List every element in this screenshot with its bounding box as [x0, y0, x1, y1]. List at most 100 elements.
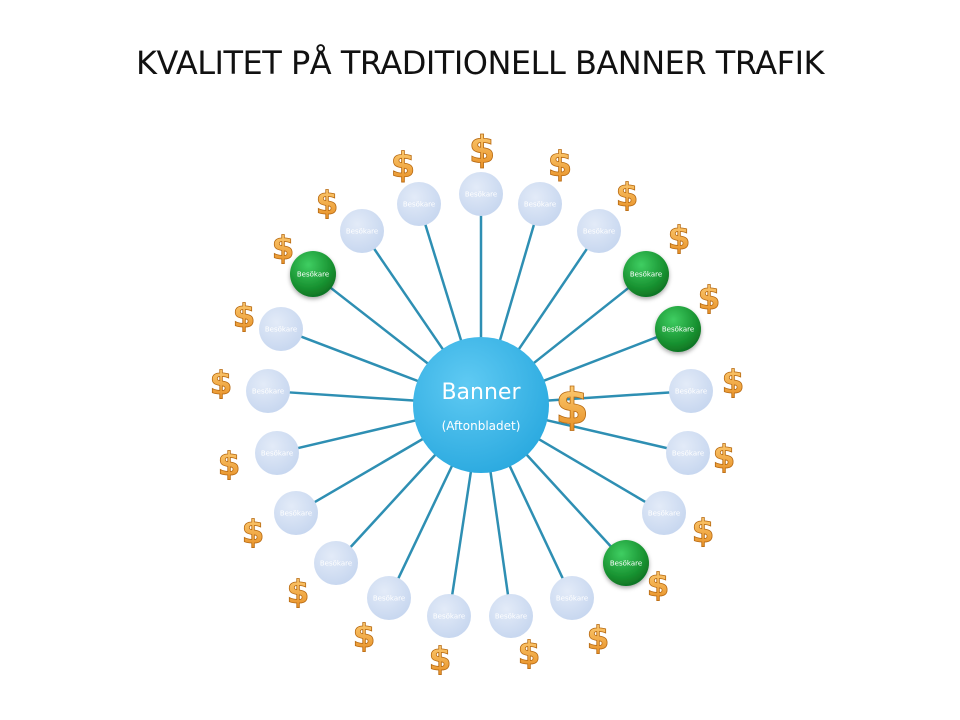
connector-line — [497, 222, 536, 344]
visitor-node-circle — [427, 594, 471, 638]
center-circle — [413, 337, 549, 473]
dollar-icon: $ — [391, 145, 415, 186]
visitor-node: Besökare — [550, 576, 594, 620]
visitor-node: Besökare — [274, 491, 318, 535]
visitor-node-label: Besökare — [648, 510, 680, 518]
visitor-node-circle — [489, 594, 533, 638]
visitor-node-label: Besökare — [672, 450, 704, 458]
visitor-node: Besökare — [518, 182, 562, 226]
visitor-node-label: Besökare — [297, 271, 329, 279]
visitor-node: Besökare — [314, 541, 358, 585]
visitor-node-circle — [274, 491, 318, 535]
connector-line — [312, 436, 427, 504]
visitor-node: Besökare — [255, 431, 299, 475]
dollar-signs: $$$$$$$$$$$$$$$$$$$$$$ — [209, 127, 745, 678]
dollar-icon: $ — [210, 364, 233, 402]
visitor-node-highlighted: Besökare — [290, 251, 336, 297]
connector-line — [488, 468, 510, 597]
visitor-node-label: Besökare — [403, 201, 435, 209]
visitor-node-circle — [340, 209, 384, 253]
connector-lines — [287, 214, 672, 597]
dollar-icon: $ — [616, 176, 639, 214]
visitor-node-circle — [518, 182, 562, 226]
connector-line — [299, 334, 422, 384]
dollar-icon: $ — [469, 128, 495, 172]
dollar-icon: $ — [668, 219, 691, 257]
visitor-node-circle — [246, 369, 290, 413]
visitor-node-label: Besökare — [675, 388, 707, 396]
connector-line — [396, 462, 455, 581]
visitor-node-circle — [459, 172, 503, 216]
visitor-node-circle — [290, 251, 336, 297]
visitor-node-label: Besökare — [373, 595, 405, 603]
visitor-node-label: Besökare — [583, 228, 615, 236]
visitor-node-highlighted: Besökare — [623, 251, 669, 297]
dollar-icon: $ — [218, 445, 241, 483]
dollar-icon: $ — [316, 184, 339, 222]
visitor-node-label: Besökare — [556, 595, 588, 603]
connector-line — [507, 462, 565, 581]
visitor-node-label: Besökare — [280, 510, 312, 518]
dollar-icon: $ — [647, 566, 670, 604]
connector-line — [423, 222, 464, 345]
visitor-node-circle — [397, 182, 441, 226]
visitor-node-label: Besökare — [495, 613, 527, 621]
visitor-node-label: Besökare — [252, 388, 284, 396]
center-title: Banner — [441, 380, 521, 405]
dollar-icon: $ — [692, 512, 715, 550]
visitor-node-label: Besökare — [630, 271, 662, 279]
dollar-icon: $ — [287, 573, 310, 611]
visitor-node-label: Besökare — [524, 201, 556, 209]
dollar-icon: $ — [698, 279, 721, 317]
visitor-node-label: Besökare — [465, 191, 497, 199]
connector-line — [328, 285, 432, 367]
visitor-node-circle — [550, 576, 594, 620]
dollar-icon: $ — [722, 363, 745, 401]
visitor-node: Besökare — [666, 431, 710, 475]
dollar-icon: $ — [233, 297, 256, 335]
connector-line — [348, 451, 439, 550]
visitor-node-circle — [669, 369, 713, 413]
visitor-node-circle — [255, 431, 299, 475]
visitor-node-label: Besökare — [346, 228, 378, 236]
dollar-icon: $ — [587, 619, 610, 657]
connector-line — [287, 391, 418, 403]
visitor-node-label: Besökare — [610, 560, 642, 568]
dollar-icon: $ — [713, 438, 736, 476]
center-subtitle: (Aftonbladet) — [442, 419, 521, 433]
visitor-node-circle — [603, 540, 649, 586]
visitor-node-label: Besökare — [662, 326, 694, 334]
visitor-node: Besökare — [367, 576, 411, 620]
visitor-node-circle — [642, 491, 686, 535]
dollar-icon: $ — [518, 634, 541, 672]
visitor-node: Besökare — [246, 369, 290, 413]
connector-line — [296, 418, 419, 450]
connector-line — [540, 335, 660, 384]
visitor-node-circle — [259, 307, 303, 351]
connector-line — [450, 468, 473, 597]
visitor-node-label: Besökare — [433, 613, 465, 621]
visitor-node-label: Besökare — [320, 560, 352, 568]
connector-line — [544, 391, 672, 402]
dollar-icon: $ — [353, 617, 376, 655]
visitor-node: Besökare — [459, 172, 503, 216]
center-hub: Banner (Aftonbladet) — [413, 337, 549, 473]
visitor-node: Besökare — [397, 182, 441, 226]
visitor-node-label: Besökare — [261, 450, 293, 458]
connector-line — [372, 246, 446, 353]
dollar-icon: $ — [242, 513, 265, 551]
connector-line — [523, 451, 614, 550]
connector-line — [535, 436, 648, 504]
visitor-node-circle — [666, 431, 710, 475]
visitor-node: Besökare — [340, 209, 384, 253]
visitor-nodes: BesökareBesökareBesökareBesökareBesökare… — [246, 172, 713, 638]
visitor-node-circle — [367, 576, 411, 620]
dollar-icon: $ — [548, 144, 572, 185]
visitor-node-circle — [577, 209, 621, 253]
visitor-node-label: Besökare — [265, 326, 297, 334]
visitor-node-highlighted: Besökare — [603, 540, 649, 586]
dollar-icon: $ — [429, 640, 452, 678]
connector-line — [543, 418, 669, 450]
connector-line — [515, 246, 589, 353]
